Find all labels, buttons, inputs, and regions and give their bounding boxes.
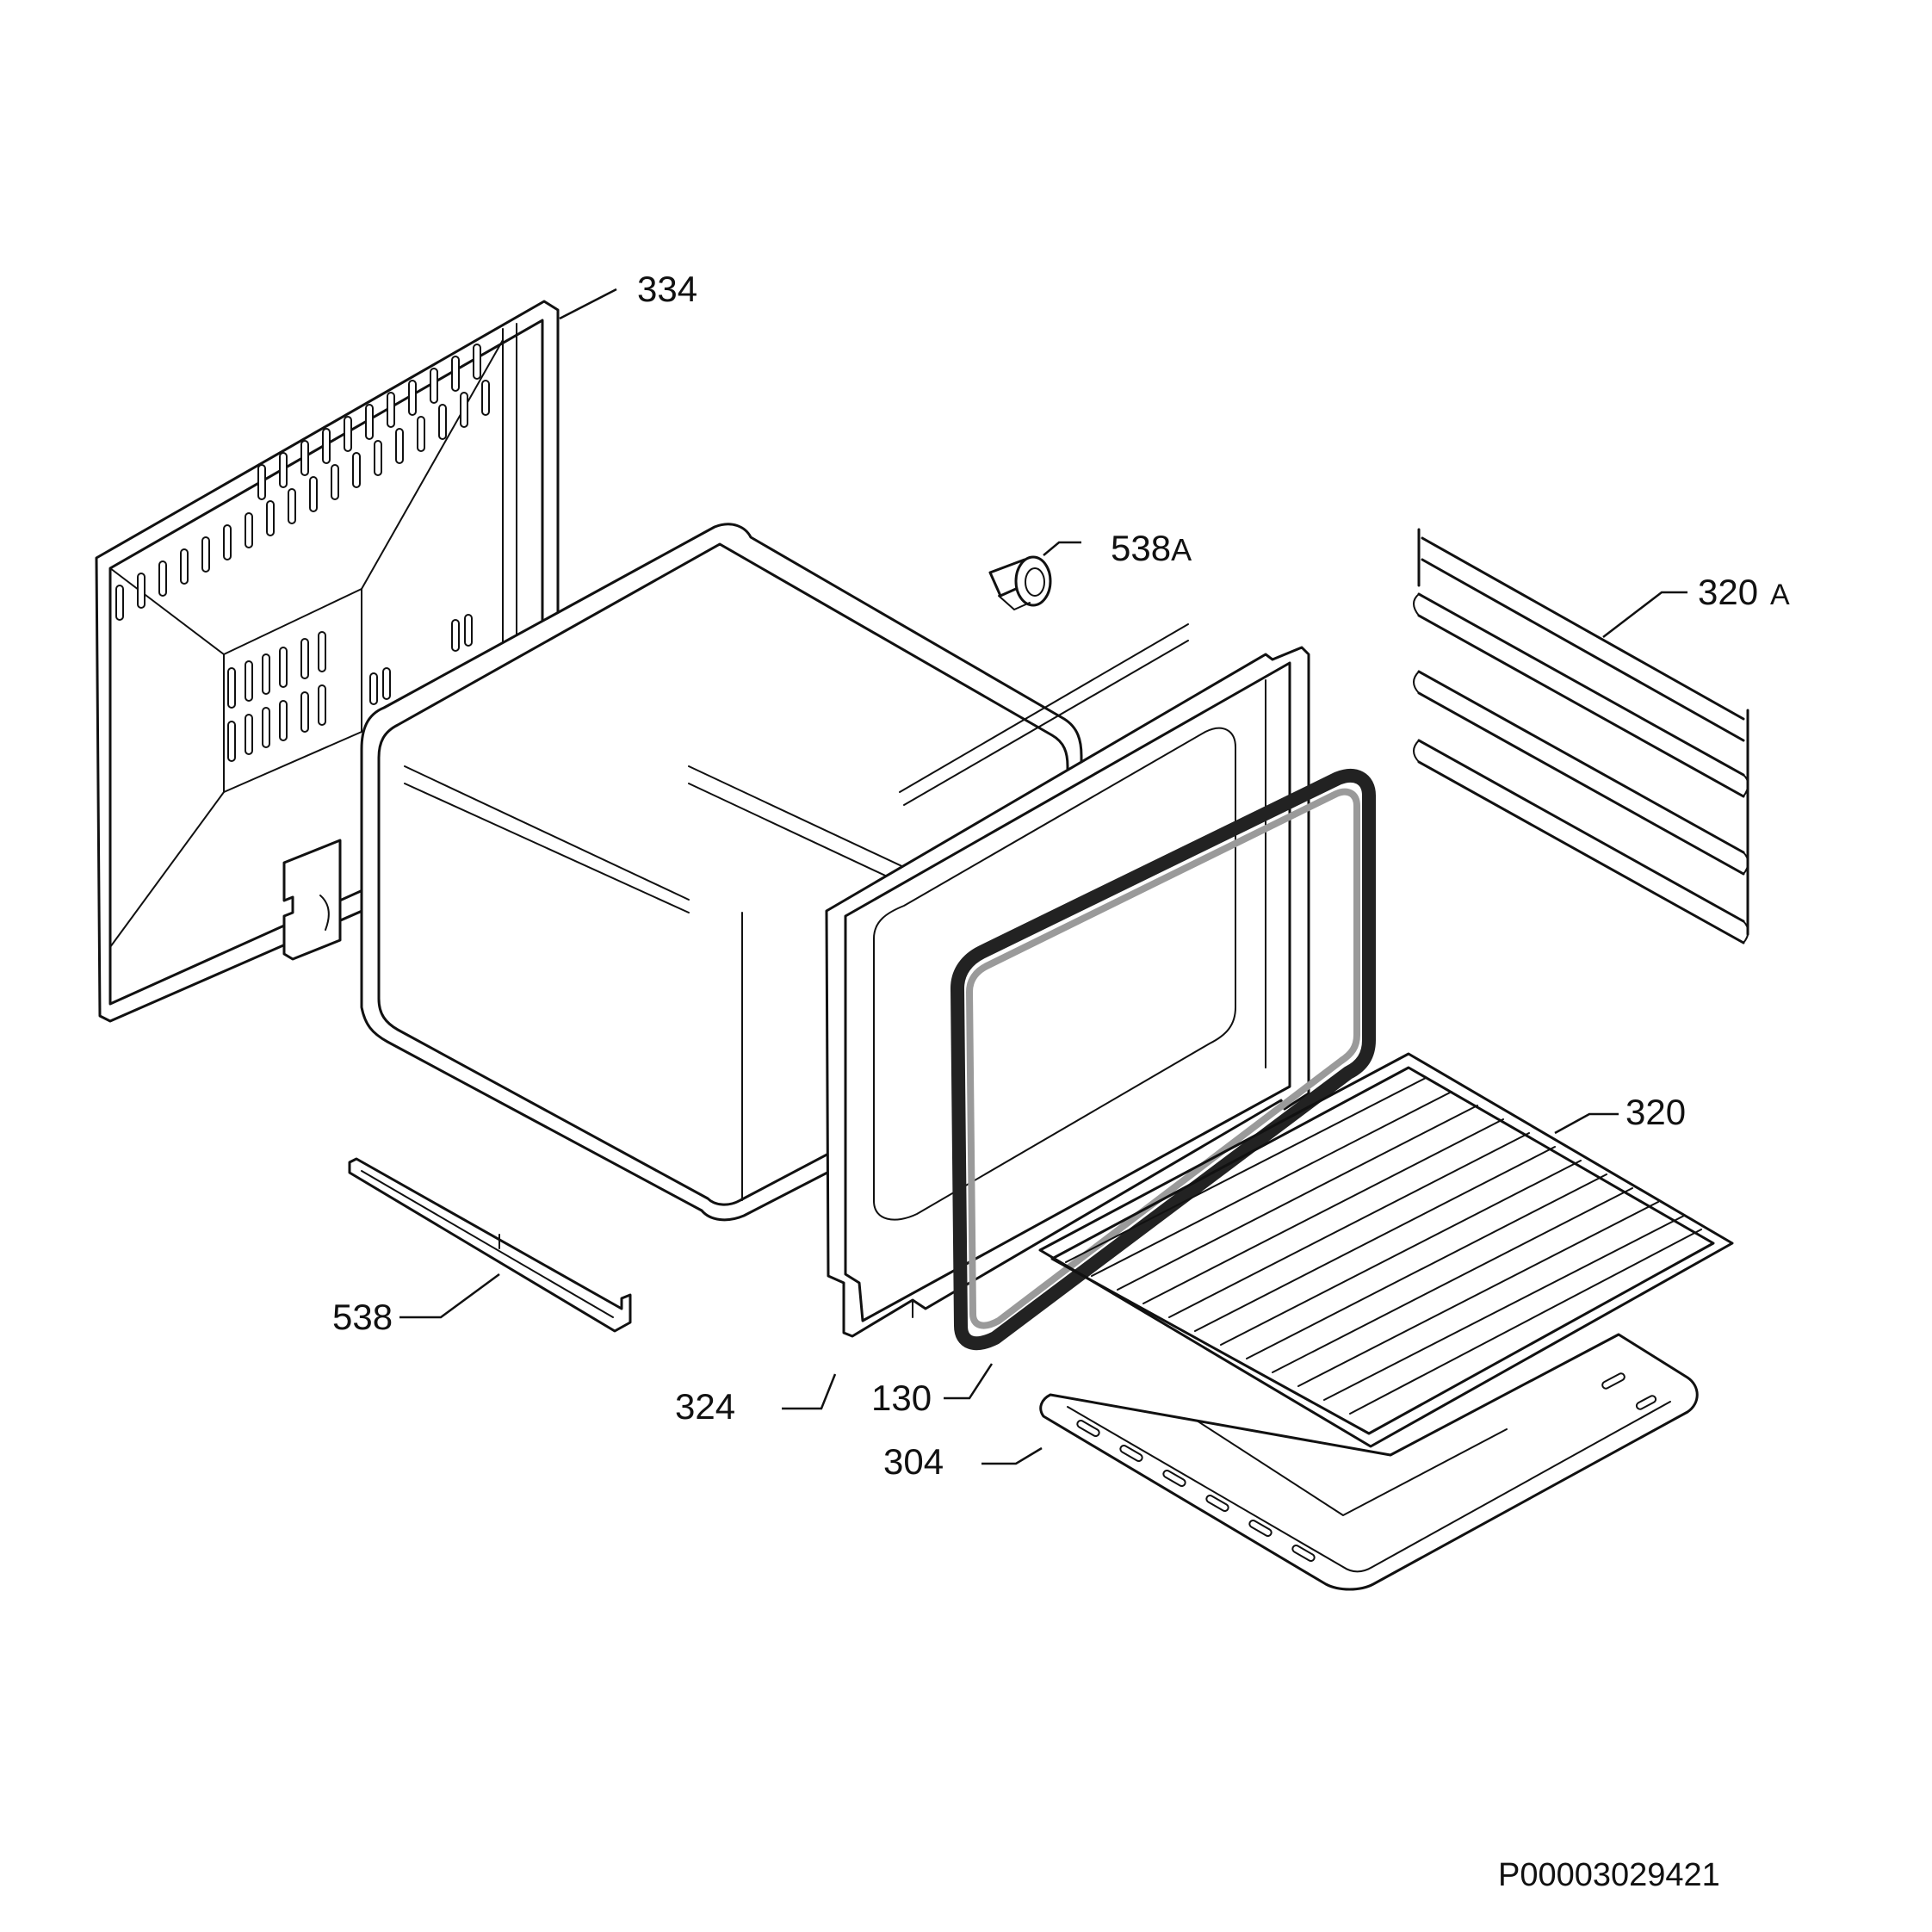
document-id: P00003029421	[1498, 1857, 1720, 1893]
callout-320a-suffix: A	[1770, 579, 1790, 611]
callout-320: 320	[1625, 1092, 1686, 1132]
wire-shelf-320	[1038, 1052, 1734, 1448]
side-runner-320a	[1413, 528, 1749, 944]
leader-lines	[399, 288, 1687, 1465]
callout-538a-suffix: A	[1171, 532, 1192, 567]
door-gasket-130	[951, 768, 1376, 1351]
callout-538: 538	[332, 1297, 393, 1337]
cavity-frame-324	[825, 623, 1310, 1338]
callout-130: 130	[871, 1378, 932, 1418]
callout-334: 334	[637, 269, 697, 309]
callout-538a-number: 538	[1111, 528, 1171, 568]
callout-538a: 538A	[1111, 528, 1192, 568]
callouts: 334 538A 320 A 320 324 130 304 538	[332, 269, 1790, 1482]
callout-320a-number: 320	[1698, 572, 1758, 612]
callout-324: 324	[675, 1386, 735, 1427]
back-panel-vents	[115, 344, 490, 762]
rail-538	[348, 1157, 632, 1333]
lamp-holder-538a	[988, 555, 1052, 610]
baking-tray-304	[1039, 1333, 1699, 1591]
callout-304: 304	[883, 1441, 944, 1482]
